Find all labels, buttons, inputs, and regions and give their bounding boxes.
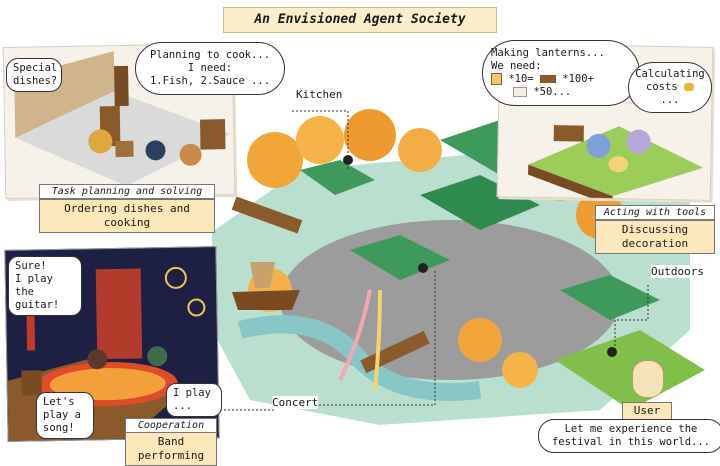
- materials-row: *50...: [491, 86, 631, 99]
- bubble-line: festival in this world...: [551, 436, 711, 448]
- tree: [296, 116, 344, 164]
- lantern-caption-italic: Acting with tools: [595, 205, 715, 220]
- paper-icon: [513, 87, 527, 97]
- tree: [502, 352, 538, 388]
- lantern-illustration: [528, 125, 704, 207]
- lantern-caption-box: Discussing decoration: [595, 220, 715, 254]
- tree: [247, 132, 303, 188]
- bubble-line: ...: [173, 400, 192, 412]
- user-label: User: [622, 402, 672, 420]
- coins-icon: [683, 83, 694, 91]
- concert-caption-italic: Cooperation: [125, 418, 217, 433]
- caption-line: cooking: [103, 216, 151, 229]
- outdoor-platform: [555, 330, 705, 410]
- lantern-panel: [496, 43, 714, 207]
- kitchen-location-label: Kitchen: [296, 88, 343, 101]
- bubble-line: Calculating: [635, 68, 705, 80]
- map-pin-icon: [607, 347, 617, 357]
- wood-icon: [539, 75, 556, 83]
- bubble-line: Let me experience the: [564, 423, 698, 435]
- bubble-line: I play the: [15, 273, 53, 298]
- tree: [458, 318, 502, 362]
- thought-line: 1.Fish, 2.Sauce ...: [149, 75, 271, 87]
- caption-line: Ordering dishes and: [64, 202, 190, 215]
- boat: [232, 290, 300, 310]
- kitchen-caption-box: Ordering dishes and cooking: [39, 199, 215, 233]
- concert-bubble-top: Sure! I play the guitar!: [8, 256, 82, 316]
- material-qty: *100+: [562, 73, 594, 85]
- user-avatar: [632, 360, 664, 398]
- roof: [560, 275, 660, 320]
- bubble-line: guitar!: [15, 299, 60, 311]
- map-pin-icon: [343, 155, 353, 165]
- pier: [231, 196, 303, 234]
- roof: [300, 160, 375, 195]
- calc-costs-bubble: Calculating costs ...: [628, 62, 712, 113]
- concert-bubble-right: I play ...: [166, 383, 222, 417]
- kitchen-thought-cloud: Planning to cook... I need: 1.Fish, 2.Sa…: [135, 42, 285, 95]
- outdoors-location-label: Outdoors: [651, 265, 704, 278]
- lantern-thought-cloud: Making lanterns... We need: *10= *100+ *…: [482, 40, 640, 106]
- thought-line: Making lanterns...: [491, 47, 605, 59]
- concert-location-label: Concert: [272, 396, 319, 409]
- island-rock: [280, 220, 620, 380]
- kitchen-caption-italic: Task planning and solving: [39, 184, 215, 199]
- caption-line: decoration: [621, 237, 689, 250]
- material-qty: *10=: [508, 73, 534, 85]
- bubble-line: Let's: [43, 396, 75, 408]
- bubble-line: play a: [43, 409, 81, 421]
- concert-caption-box: Band performing: [125, 432, 217, 466]
- boat-sail: [250, 262, 275, 288]
- kitchen-question-bubble: Special dishes?: [6, 58, 62, 92]
- tree: [344, 109, 396, 161]
- bubble-line-row: costs ...: [635, 81, 705, 107]
- thought-line: Planning to cook...: [149, 49, 271, 61]
- ellipsis-icon: ...: [660, 94, 680, 106]
- concert-bubble-left: Let's play a song!: [36, 392, 94, 439]
- page-title: An Envisioned Agent Society: [223, 7, 497, 33]
- user-speech-bubble: Let me experience the festival in this w…: [538, 419, 720, 453]
- thought-line: I need:: [187, 62, 233, 74]
- material-qty: *50...: [533, 86, 572, 98]
- caption-line: Discussing: [621, 223, 689, 236]
- bubble-line: I play: [173, 387, 211, 399]
- bubble-line: costs: [646, 81, 678, 93]
- bubble-line: song!: [43, 422, 75, 434]
- bubble-line: Sure!: [15, 260, 47, 272]
- roof: [420, 175, 540, 230]
- materials-row: *10= *100+: [491, 73, 631, 86]
- tree: [398, 128, 442, 172]
- thought-line: We need:: [491, 60, 542, 72]
- map-pin-icon: [418, 263, 428, 273]
- lantern-icon: [491, 73, 502, 85]
